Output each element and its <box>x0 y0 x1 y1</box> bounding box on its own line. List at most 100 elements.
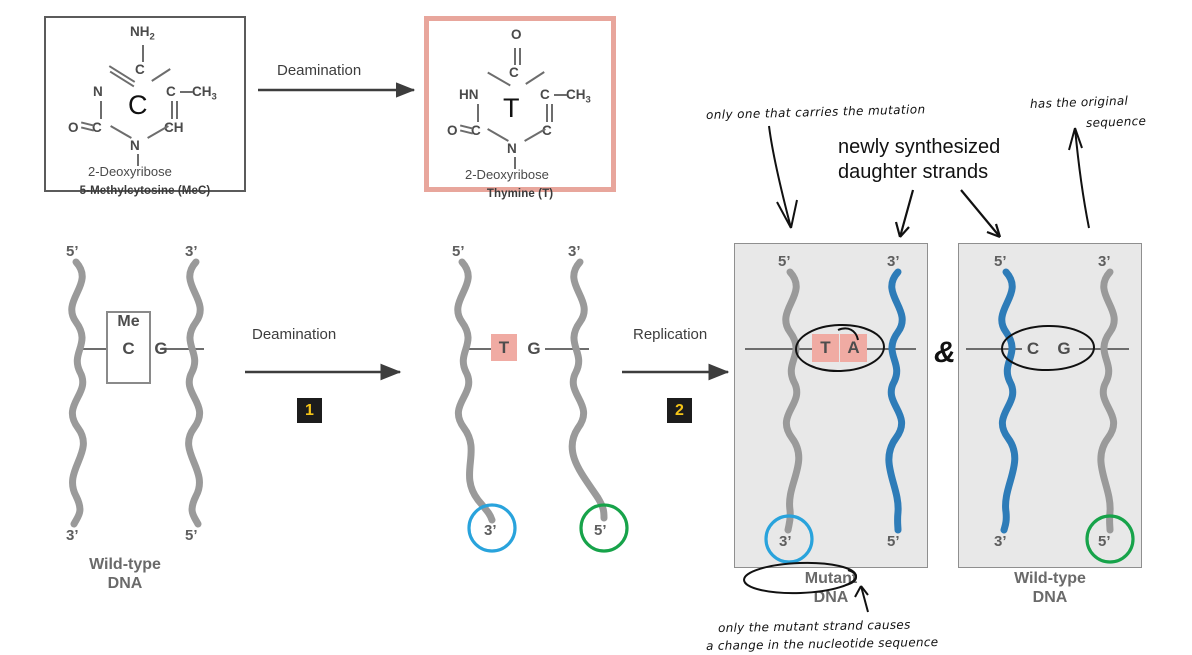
deam-pairline-left <box>467 348 491 350</box>
mec-sugar-label: 2-Deoxyribose <box>88 164 172 179</box>
wildright-pairline-left <box>966 348 1022 350</box>
thymine-bond-sugar <box>514 157 516 169</box>
daughter-strands-note: newly synthesized daughter strands <box>838 135 1138 185</box>
thymine-bond-c4-c5 <box>525 71 545 85</box>
thymine-bond-n3-c2 <box>477 104 479 122</box>
wildright-tick-bottom-right: 5’ <box>1098 533 1111 550</box>
mutant-tick-bottom-right: 5’ <box>887 533 900 550</box>
mec-bond-c5-c6-double <box>176 101 178 119</box>
wildleft-mec-box <box>106 311 151 384</box>
arrow-daughter-left <box>898 189 915 238</box>
step1-label: Deamination <box>252 326 337 343</box>
thymine-c4-atom: C <box>509 65 519 80</box>
wildright-tick-top-left: 5’ <box>994 253 1007 270</box>
mec-n3-atom: N <box>93 84 103 99</box>
wildleft-tick-bottom-right: 5’ <box>185 527 198 544</box>
thymine-c2-atom: C <box>471 123 481 138</box>
mec-carbonyl-oxygen: O <box>68 120 79 135</box>
thymine-n1-atom: N <box>507 141 517 156</box>
handwriting-top-right-line1: has the original <box>1029 93 1129 111</box>
thymine-bond-c2-n1 <box>487 128 509 142</box>
handwriting-top-left: only one that carries the mutation <box>705 102 926 122</box>
thymine-bond-c4-o-double <box>519 48 521 65</box>
deam-tick-top-left: 5’ <box>452 243 465 260</box>
wildleft-tick-top-right: 3’ <box>185 243 198 260</box>
deam-strand-left <box>454 258 496 524</box>
panel-mutant <box>734 243 928 568</box>
thymine-bond-methyl <box>554 94 567 96</box>
mec-bond-amine <box>142 45 144 62</box>
daughter-strands-line1: newly synthesized <box>838 136 1001 158</box>
thymine-top-oxygen: O <box>511 27 522 42</box>
wildright-caption-line2: DNA <box>1032 589 1068 606</box>
mutant-caption-line2: DNA <box>813 589 849 606</box>
thymine-caption: Thymine (T) <box>486 188 554 200</box>
thymine-carbonyl-oxygen: O <box>447 123 458 138</box>
step2-badge: 2 <box>667 398 692 423</box>
mutant-base-a: A <box>840 334 867 362</box>
mec-amine-group: NH2 <box>130 24 155 43</box>
mec-c5-atom: C <box>166 84 176 99</box>
wildright-base-c: C <box>1026 339 1040 358</box>
mutant-tick-top-left: 5’ <box>778 253 791 270</box>
mutant-caption-line1: Mutant <box>804 570 858 587</box>
wildleft-base-g: G <box>154 339 168 358</box>
wildright-pairline-right <box>1079 348 1129 350</box>
wildleft-tick-bottom-left: 3’ <box>66 527 79 544</box>
step2-label: Replication <box>633 326 708 343</box>
deam-base-t: T <box>491 334 517 361</box>
wildleft-base-c: C <box>122 339 135 358</box>
deam-tick-top-right: 3’ <box>568 243 581 260</box>
mec-c2-atom: C <box>92 120 102 135</box>
ampersand-separator: & <box>934 336 956 369</box>
deam-pairline-right <box>545 348 589 350</box>
wildright-base-g: G <box>1057 339 1071 358</box>
thymine-center-letter: T <box>503 93 520 123</box>
thymine-methyl-group: CH3 <box>566 87 591 106</box>
structure-box-methylcytosine: NH2 C N C CH3 C CH C O N 2-Deoxyribose 5… <box>44 16 246 197</box>
deam-tick-bottom-right: 5’ <box>594 522 607 539</box>
thymine-bond-c4-o <box>514 48 516 65</box>
mec-bond-c5-c6 <box>171 101 173 119</box>
mec-c4-atom: C <box>135 62 145 77</box>
handdrawn-arrow-left-long-head <box>776 199 798 229</box>
wildleft-pairline-left <box>80 348 106 350</box>
step1-badge: 1 <box>297 398 322 423</box>
mec-center-letter: C <box>128 90 148 120</box>
thymine-bond-c5-c6-double <box>551 104 553 122</box>
deam-tick-bottom-left: 3’ <box>484 522 497 539</box>
arrow-daughter-right-head <box>986 223 1002 239</box>
daughter-strands-line2: daughter strands <box>838 161 989 183</box>
wildleft-strand-right <box>185 258 204 528</box>
mec-c6-atom: CH <box>164 120 184 135</box>
mec-bond-c2-n1 <box>110 125 132 139</box>
mutant-tick-top-right: 3’ <box>887 253 900 270</box>
mec-n1-atom: N <box>130 138 140 153</box>
thymine-bond-c4-n3 <box>487 71 511 87</box>
handdrawn-arrow-left-long <box>768 125 792 229</box>
mec-bond-c4-c5 <box>151 68 171 82</box>
wildright-tick-bottom-left: 3’ <box>994 533 1007 550</box>
thymine-c6-atom: C <box>542 123 552 138</box>
structure-box-thymine: O C HN C CH3 T C C O N 2-Deoxyribose Thy… <box>424 16 616 200</box>
wildleft-pairline-right <box>160 348 204 350</box>
wildleft-strand-left <box>68 258 87 528</box>
thymine-c5-atom: C <box>540 87 550 102</box>
mec-bond-sugar <box>137 154 139 166</box>
arrow-daughter-right <box>960 189 1001 238</box>
mutant-pairline-left <box>745 348 812 350</box>
mutant-base-t: T <box>812 334 839 362</box>
thymine-n3h-group: HN <box>459 87 479 102</box>
wildleft-caption-line1: Wild-type <box>89 556 161 573</box>
thymine-sugar-label: 2-Deoxyribose <box>465 167 549 182</box>
handwriting-bottom-line2: a change in the nucleotide sequence <box>705 634 939 653</box>
mec-bond-methyl <box>180 91 193 93</box>
mutant-tick-bottom-left: 3’ <box>779 533 792 550</box>
handwriting-top-right-line2: sequence <box>1085 113 1147 130</box>
wildleft-caption-line2: DNA <box>107 575 143 592</box>
mec-caption: 5-Methylcytosine (MeC) <box>79 185 211 197</box>
arrow-daughter-left-head <box>894 221 910 238</box>
